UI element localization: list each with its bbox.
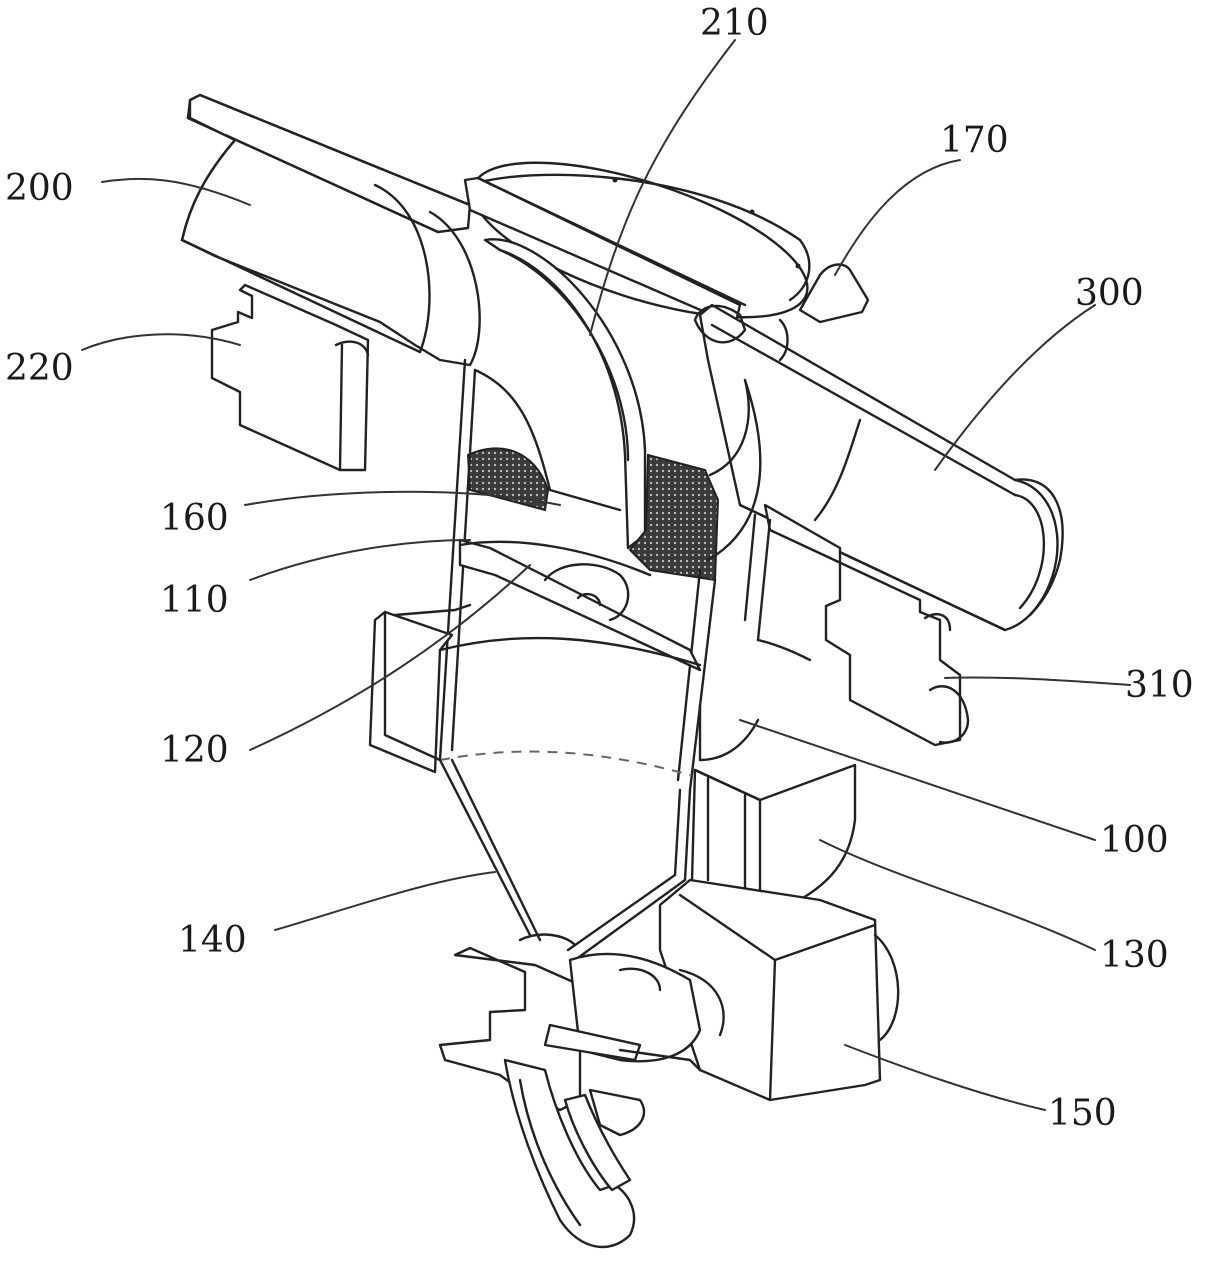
top-cap — [468, 161, 811, 319]
inlet-pipe-200 — [180, 93, 481, 367]
label-200: 200 — [5, 168, 74, 209]
label-300: 300 — [1075, 273, 1144, 314]
bracket-220 — [210, 283, 370, 472]
leader-lines — [81, 39, 1131, 1111]
label-220: 220 — [5, 348, 74, 389]
label-210: 210 — [700, 3, 769, 44]
top-rail — [463, 176, 747, 327]
label-140: 140 — [178, 920, 247, 961]
label-130: 130 — [1100, 935, 1169, 976]
frame-120 — [368, 603, 702, 774]
cone-140 — [438, 758, 692, 962]
latch-170 — [693, 263, 870, 362]
label-150: 150 — [1048, 1093, 1117, 1134]
label-110: 110 — [160, 580, 229, 621]
bracket-310 — [763, 503, 970, 747]
label-170: 170 — [940, 120, 1009, 161]
label-100: 100 — [1100, 820, 1169, 861]
label-310: 310 — [1125, 665, 1194, 706]
main-body-100 — [438, 358, 812, 792]
fan-unit-150 — [658, 878, 900, 1102]
separator-110 — [458, 538, 702, 672]
label-160: 160 — [160, 498, 229, 539]
label-120: 120 — [160, 730, 229, 771]
bottom-valve — [438, 933, 725, 1249]
